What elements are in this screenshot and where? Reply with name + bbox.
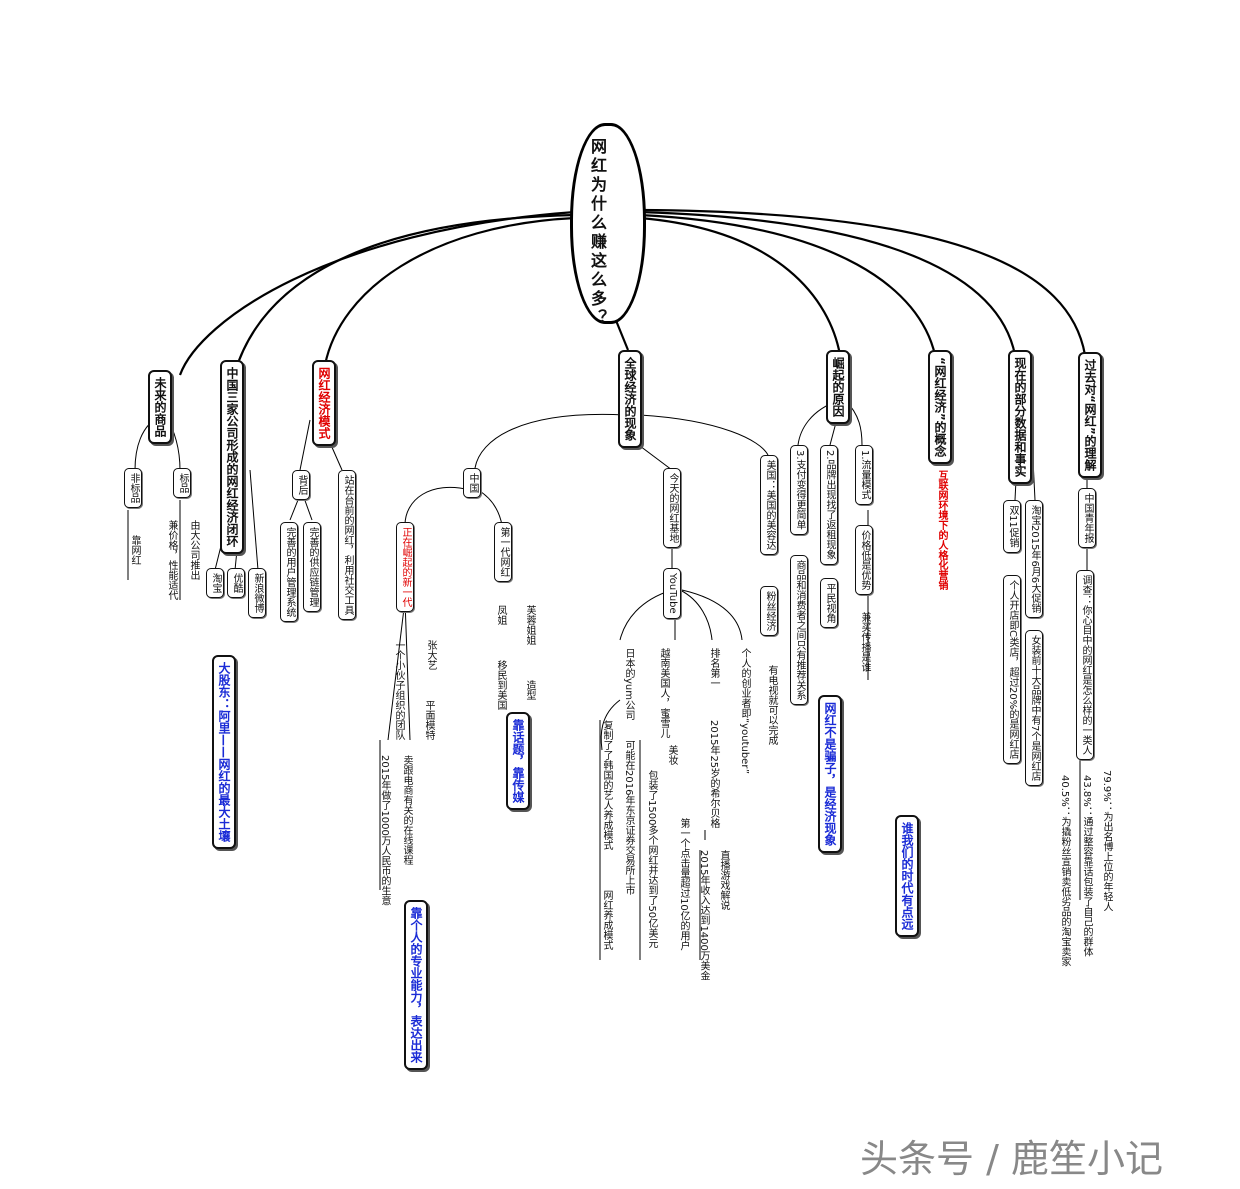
note-zhang-dayi: 张大艺	[425, 640, 436, 670]
branch-past-understanding[interactable]: 过去对“网红”的理解	[1078, 352, 1102, 478]
note-team: 一个小伙子组织的团队	[393, 640, 404, 740]
note-79-9: 79.9%：为出名博上位的年轻人	[1101, 770, 1112, 912]
note-14m-income: 2015年收入达到1400万美金	[698, 850, 709, 981]
note-ipo-tokyo: 可能在2016年东京证券交易所上市	[623, 740, 634, 896]
callout-alibaba[interactable]: 大股东：阿里——网红的最大土壤	[212, 655, 236, 849]
node-china[interactable]: 中国	[463, 468, 481, 498]
note-price-performance: 兼价格，性能适代	[166, 520, 177, 600]
branch-china-three-companies[interactable]: 中国三家公司形成的网红经济闭环	[220, 360, 244, 554]
node-first-generation[interactable]: 第一代网红	[494, 522, 512, 582]
note-rank-first: 排名第一	[708, 648, 719, 688]
note-yum: 日本的yum公司	[623, 648, 634, 720]
node-front-influencer[interactable]: 站在台前的网红，利用社交工具	[338, 470, 356, 620]
node-taobao[interactable]: 淘宝	[206, 568, 224, 598]
node-recommend-relation[interactable]: 商品和消费者之间只有推荐关系	[790, 555, 808, 705]
note-youtuber: 个人的创业者即“youtuber”	[739, 648, 750, 775]
node-taobao-june[interactable]: 淘宝2015年6月6大促销	[1025, 500, 1043, 619]
node-user-management[interactable]: 完善的用户管理系统	[280, 522, 298, 622]
node-standard-product[interactable]: 标品	[173, 468, 191, 498]
node-brand-rent[interactable]: 2.品牌出现找了返租现象	[820, 445, 838, 565]
root-node-title: 网红为什么赚这么多？	[588, 138, 607, 328]
node-c-store[interactable]: 个人开店即C类店，超过20%的是网红店	[1003, 575, 1021, 765]
branch-model[interactable]: 网红经济模式	[312, 360, 336, 446]
node-youku[interactable]: 优酷	[227, 568, 245, 598]
root-node-oval[interactable]	[570, 123, 646, 324]
note-online-course: 卖跟电商有关的在线课程	[401, 755, 412, 865]
branch-concept[interactable]: “网红经济”的概念	[928, 350, 952, 464]
callout-not-scam[interactable]: 网红不是骗子，是经济现象	[818, 695, 842, 853]
note-copy-korea: 复制了了韩国的艺人养成模式	[601, 720, 612, 850]
node-civilian-view[interactable]: 平民视角	[820, 578, 838, 628]
note-michelle: 越南美国人，蜜雪儿	[658, 648, 669, 738]
node-today-base[interactable]: 今天的网红基地	[663, 468, 681, 548]
note-cultivation-model: 网红养成模式	[601, 890, 612, 950]
node-youtube[interactable]: YouTube	[663, 568, 681, 619]
note-hilberg: 2015年25岁的希尔贝格	[708, 720, 719, 829]
node-payment-simple[interactable]: 3.支付变得更简单	[790, 445, 808, 535]
node-fan-economy[interactable]: 粉丝经济	[760, 586, 778, 636]
note-furong: 芙蓉姐姐	[524, 605, 535, 645]
branch-future-products[interactable]: 未来的商品	[148, 370, 172, 444]
node-traffic-mode[interactable]: 1.流量模式	[855, 445, 873, 505]
note-emigrate: 移民到美国	[495, 660, 506, 710]
node-china-youth-daily[interactable]: 中国青年报	[1078, 488, 1096, 548]
note-40-5: 40.5%：为撬粉丝宣销卖低劣品的淘宝卖家	[1059, 775, 1070, 967]
node-behind[interactable]: 背后	[292, 470, 310, 500]
note-fengjie: 凤姐	[495, 605, 506, 625]
note-game-commentary: 直播游戏解说	[718, 850, 729, 910]
note-1b-views: 第一个点击量超过10亿的用户	[678, 818, 689, 951]
note-buy-spread: 兼买传播是谁	[859, 612, 870, 672]
note-rely-on-influencer: 靠网红	[129, 535, 140, 565]
note-big-company: 由大公司推出	[188, 520, 199, 580]
branch-now-data[interactable]: 现在的部分数据和事实	[1008, 350, 1032, 484]
node-survey[interactable]: 调查：你心目中的网红是怎么样的一类人	[1076, 570, 1094, 760]
note-10m-business: 2015年做了1000万人民币的生意	[379, 755, 390, 906]
callout-professional[interactable]: 靠个人的专业能力，表达出来	[404, 900, 428, 1070]
note-styling: 造型	[524, 680, 535, 700]
node-nonstandard-product[interactable]: 非标品	[124, 468, 142, 508]
node-top10-womens[interactable]: 女装前十大品牌中有7个是网红店	[1025, 630, 1043, 787]
note-makeup: 美妆	[666, 745, 677, 765]
callout-era[interactable]: 谁我们的时代有点远	[895, 815, 919, 937]
node-personified-marketing: 互联网环境下的人格化营销	[936, 470, 947, 590]
branch-rise-reasons[interactable]: 崛起的原因	[826, 350, 850, 424]
node-us-beauty[interactable]: 美国：美国的美容达	[760, 455, 778, 555]
note-1500-influencers: 包装了1500多个网红并达到了50亿美元	[646, 770, 657, 949]
note-tv-done: 有电视就可以完成	[766, 665, 777, 745]
watermark-text: 头条号 / 鹿笙小记	[860, 1137, 1163, 1181]
branch-global[interactable]: 全球经济的现象	[618, 350, 642, 448]
node-double-11[interactable]: 双11促销	[1003, 500, 1021, 553]
note-43-8: 43.8%：通过整容靠话包装了自己的群体	[1081, 775, 1092, 957]
note-flat-model: 平面模特	[423, 700, 434, 740]
node-low-price[interactable]: 价格低是优势	[855, 525, 873, 595]
node-weibo[interactable]: 新浪微博	[248, 568, 266, 618]
node-supply-chain[interactable]: 完善的供应链管理	[303, 522, 321, 612]
node-rising-generation[interactable]: 正在崛起的新一代	[396, 522, 414, 612]
callout-topics-media[interactable]: 靠话题，靠传媒	[506, 712, 530, 810]
